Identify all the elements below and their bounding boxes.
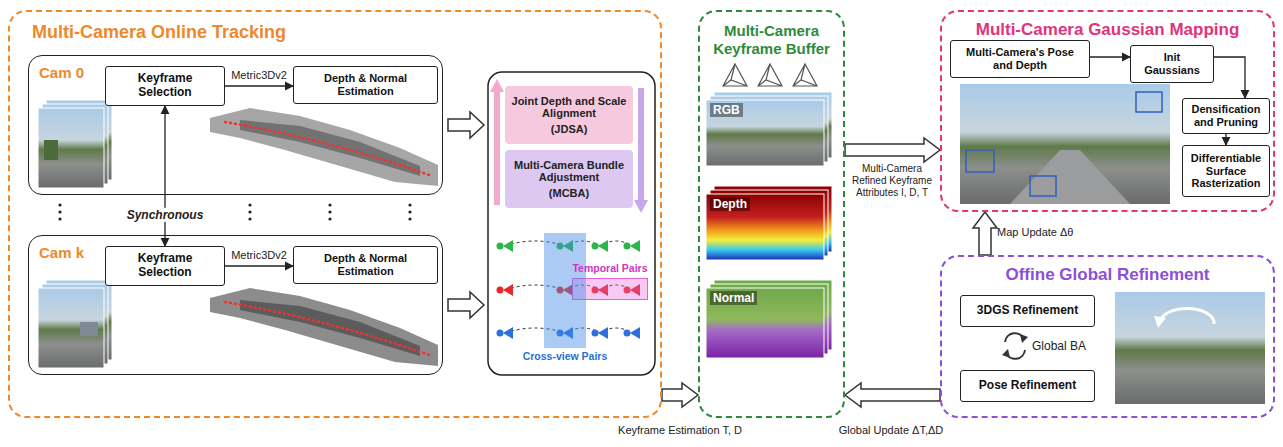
connector	[1225, 134, 1226, 145]
dashed-region: Multi-Camera Online TrackingCam 0Keyfram…	[8, 10, 662, 418]
module-text: Joint Depth and Scale Alignment	[509, 95, 629, 120]
process-box: 3DGS Refinement	[960, 295, 1095, 327]
box-text: Pose Refinement	[979, 379, 1076, 393]
pair-label: Temporal Pairs	[572, 262, 648, 275]
region-title: Multi-Camera Online Tracking	[32, 22, 652, 44]
keyframe-image	[706, 92, 832, 358]
box-text: Keyframe Selection	[110, 72, 220, 100]
point-cloud	[210, 108, 438, 186]
refinement-image	[1115, 292, 1265, 404]
edge-label: Metric3Dv2	[231, 69, 287, 82]
box-text: Multi-Camera's Pose and Depth	[955, 46, 1085, 71]
region-title: Multi-Camera Keyframe Buffer	[708, 22, 835, 58]
process-box: Depth & Normal Estimation	[293, 66, 438, 104]
gaussian-map-image	[960, 84, 1170, 204]
edge-label: Global Update ΔT,ΔD	[835, 424, 947, 437]
box-text: Densification and Pruning	[1187, 103, 1265, 128]
process-box: Densification and Pruning	[1182, 98, 1270, 134]
pair-group: Cross-view Pairs	[522, 233, 608, 368]
edge-label: Metric3Dv2	[231, 249, 287, 262]
edge-label: Keyframe Estimation T, D	[600, 424, 760, 437]
process-box: Keyframe Selection	[105, 66, 225, 106]
pair-highlight	[544, 233, 586, 348]
edge-label: Map Update Δθ	[997, 226, 1127, 239]
box-text: Keyframe Selection	[110, 252, 220, 280]
process-box: Depth & Normal Estimation	[293, 246, 438, 284]
process-box: Differentiable Surface Rasterization	[1182, 145, 1270, 197]
process-box: Multi-Camera's Pose and Depth	[950, 40, 1090, 78]
process-box: Keyframe Selection	[105, 246, 225, 286]
process-box: Pose Refinement	[960, 370, 1095, 402]
module-text: (JDSA)	[551, 123, 588, 136]
connector	[225, 85, 293, 86]
box-text: Differentiable Surface Rasterization	[1187, 152, 1265, 190]
camera-frames	[38, 100, 112, 368]
connector	[225, 265, 293, 266]
image-label: Depth	[710, 197, 750, 211]
edge-label: Synchronous	[124, 208, 207, 222]
hollow-arrow	[845, 383, 940, 407]
flow-arrow	[490, 79, 504, 205]
ellipsis-dots	[58, 203, 411, 220]
module-text: Multi-Camera Bundle Adjustment	[509, 159, 629, 184]
module-box: Multi-Camera Bundle Adjustment (MCBA)	[505, 150, 633, 208]
flow-arrow	[634, 88, 648, 213]
hollow-arrow	[448, 112, 484, 318]
region-title: Offine Global Refinement	[950, 265, 1265, 285]
module-panel	[488, 72, 655, 375]
connector	[1090, 56, 1130, 57]
module-box: Joint Depth and Scale Alignment (JDSA)	[505, 86, 633, 144]
dashed-region: Multi-Camera Gaussian MappingMulti-Camer…	[940, 10, 1275, 212]
hollow-arrow	[845, 138, 940, 162]
box-text: Init Gaussians	[1135, 51, 1209, 76]
edge-label: Multi-Camera Refined Keyframe Attributes…	[847, 163, 937, 199]
connector	[1214, 57, 1245, 98]
point-cloud	[210, 288, 438, 366]
box-text: 3DGS Refinement	[977, 304, 1078, 318]
image-label: Normal	[710, 291, 757, 305]
frustum-icon	[723, 64, 817, 86]
hollow-arrow	[973, 212, 997, 255]
note-label: Global BA	[1032, 339, 1086, 353]
hollow-arrow	[662, 383, 698, 407]
region-title: Multi-Camera Gaussian Mapping	[950, 20, 1265, 40]
module-text: (MCBA)	[549, 187, 589, 200]
image-label: RGB	[710, 103, 743, 117]
process-box: Init Gaussians	[1130, 45, 1214, 83]
cycle-icon	[1002, 333, 1028, 359]
pair-label: Cross-view Pairs	[522, 350, 608, 363]
dashed-region: Multi-Camera Keyframe Buffer	[698, 10, 845, 418]
dashed-region: Offine Global Refinement 3DGS RefinementP…	[940, 255, 1275, 418]
box-text: Depth & Normal Estimation	[298, 252, 433, 277]
connector	[164, 106, 165, 246]
box-text: Depth & Normal Estimation	[298, 72, 433, 97]
